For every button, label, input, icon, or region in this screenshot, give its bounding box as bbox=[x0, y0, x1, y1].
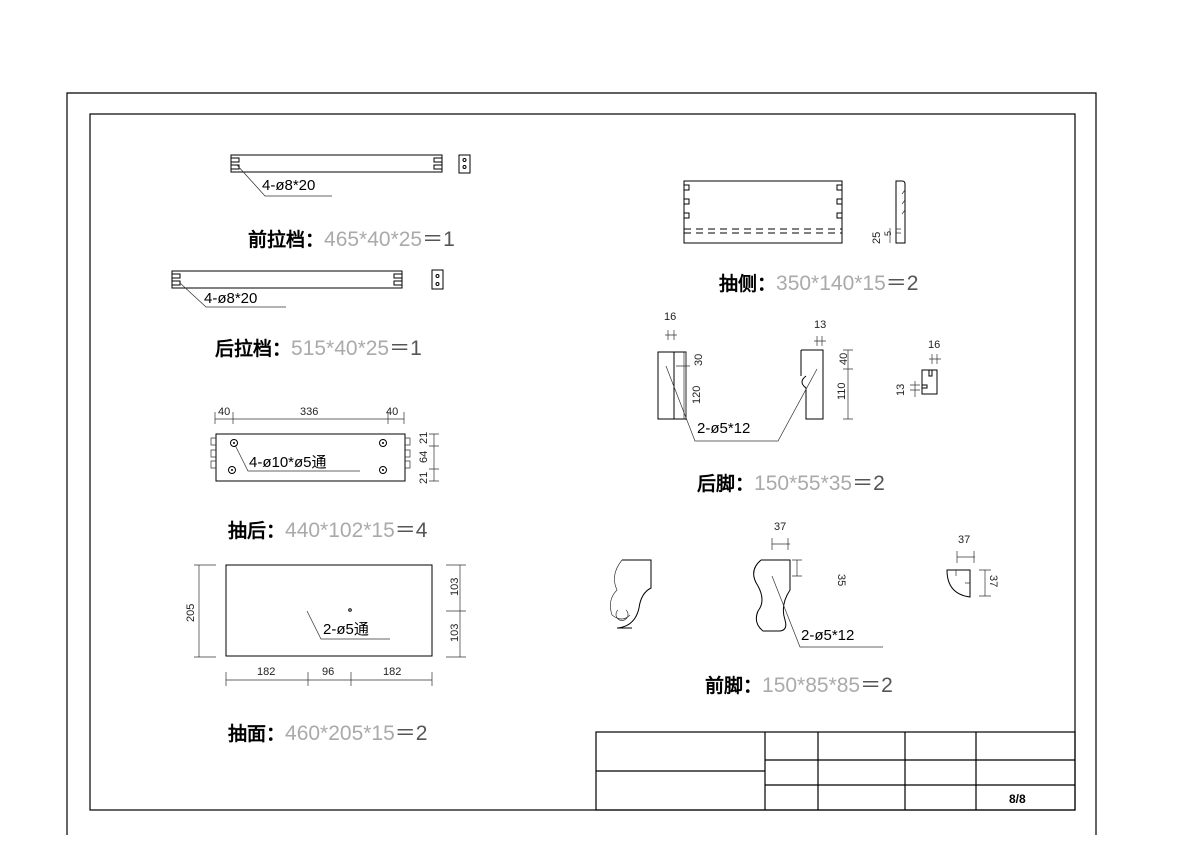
drawer-back-note: 4-ø10*ø5通 bbox=[249, 454, 327, 471]
dim-r-bot: 103 bbox=[449, 624, 461, 642]
drawer-front-title: 抽面：460*205*15＝2 bbox=[228, 722, 427, 745]
dim-w1: 37 bbox=[774, 521, 786, 533]
back-leg-title: 后脚：150*55*35＝2 bbox=[697, 472, 885, 495]
dim-w2: 13 bbox=[814, 319, 826, 331]
hole-marks bbox=[228, 439, 387, 474]
dim-b-mid: 96 bbox=[322, 666, 334, 678]
dim-r-bot: 21 bbox=[418, 472, 430, 484]
dim-h2: 120 bbox=[691, 386, 703, 404]
back-rail-drawing: 4-ø8*20 后拉档：515*40*25＝1 bbox=[171, 269, 444, 360]
back-rail-note: 4-ø8*20 bbox=[204, 290, 257, 307]
drawer-side-drawing: 25 5 抽侧：350*140*15＝2 bbox=[683, 180, 918, 295]
front-leg-note: 2-ø5*12 bbox=[801, 627, 854, 644]
dim-right: 40 bbox=[386, 406, 398, 418]
dim-middle: 336 bbox=[300, 406, 318, 418]
sheet-frame bbox=[66, 92, 1097, 835]
drawer-front-drawing: 205 103 103 182 96 182 2-ø5通 抽面：460*205*… bbox=[185, 564, 466, 745]
dim-b-right: 182 bbox=[383, 666, 401, 678]
dim-height: 205 bbox=[185, 604, 197, 622]
dim-b-left: 182 bbox=[257, 666, 275, 678]
drawer-back-title: 抽后：440*102*15＝4 bbox=[228, 519, 428, 542]
page-number: 8/8 bbox=[1009, 792, 1026, 806]
dim-h3: 40 bbox=[838, 353, 850, 365]
dim-r-mid: 64 bbox=[418, 451, 430, 463]
front-leg-title: 前脚：150*85*85＝2 bbox=[705, 674, 893, 697]
dim-left: 40 bbox=[218, 406, 230, 418]
dim-r-top: 21 bbox=[418, 432, 430, 444]
dim-a: 25 bbox=[871, 232, 883, 244]
dim-w1: 16 bbox=[664, 311, 676, 323]
drawer-back-drawing: 40 336 40 21 64 21 4-ø10*ø5通 抽后：440*102*… bbox=[210, 406, 439, 542]
dim-h4: 110 bbox=[836, 382, 848, 400]
front-leg-drawing: 37 35 2-ø5*12 37 37 前脚：150*85*85＝2 bbox=[610, 521, 999, 697]
back-leg-note: 2-ø5*12 bbox=[697, 420, 750, 437]
front-rail-drawing: 4-ø8*20 前拉档：465*40*25＝1 bbox=[230, 154, 471, 251]
dim-h1: 35 bbox=[835, 574, 847, 586]
dim-h5: 13 bbox=[895, 384, 907, 396]
dim-w3: 16 bbox=[928, 339, 940, 351]
drawer-front-note: 2-ø5通 bbox=[323, 621, 369, 638]
dim-w2: 37 bbox=[958, 534, 970, 546]
dim-h2: 37 bbox=[987, 575, 999, 587]
dim-b: 5 bbox=[883, 231, 893, 236]
drawer-side-title: 抽侧：350*140*15＝2 bbox=[719, 272, 918, 295]
dim-r-top: 103 bbox=[449, 578, 461, 596]
front-rail-note: 4-ø8*20 bbox=[262, 177, 315, 194]
title-block: 8/8 bbox=[595, 731, 1076, 811]
back-leg-drawing: 16 30 120 13 40 110 2-ø5*12 16 13 后脚：150… bbox=[657, 311, 941, 495]
dim-h1: 30 bbox=[693, 354, 705, 366]
back-rail-title: 后拉档：515*40*25＝1 bbox=[215, 337, 422, 360]
front-rail-title: 前拉档：465*40*25＝1 bbox=[248, 228, 455, 251]
